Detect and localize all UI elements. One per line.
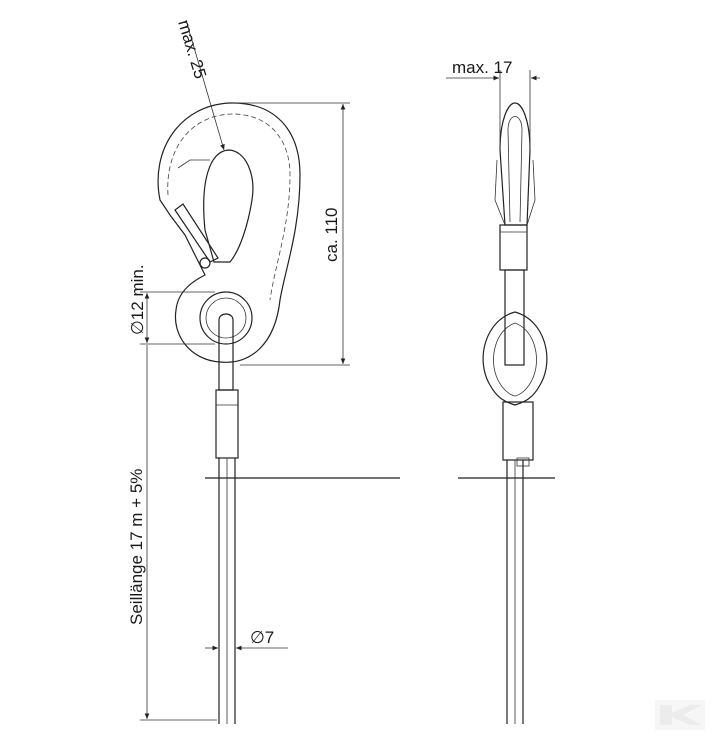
watermark-logo bbox=[655, 700, 705, 730]
dim-eye-12-label: ∅12 min. bbox=[128, 264, 147, 335]
dim-rope-7: ∅7 bbox=[205, 628, 288, 651]
dim-rope-7-label: ∅7 bbox=[250, 628, 274, 647]
snap-hook-side-view bbox=[458, 102, 555, 724]
dim-eye-12: ∅12 min. bbox=[128, 264, 215, 345]
dim-ca-110-label: ca. 110 bbox=[322, 207, 341, 262]
dim-rope-length-label: Seillänge 17 m + 5% bbox=[127, 469, 146, 625]
dim-max-17: max. 17 bbox=[446, 58, 540, 150]
dim-max-17-label: max. 17 bbox=[452, 58, 512, 77]
dim-rope-length: Seillänge 17 m + 5% bbox=[127, 345, 217, 721]
snap-hook-front-view bbox=[157, 102, 400, 724]
dim-ca-110: ca. 110 bbox=[232, 102, 350, 366]
dim-max-25-label: max. 25 bbox=[174, 18, 210, 81]
dim-max-25: max. 25 bbox=[174, 18, 225, 151]
